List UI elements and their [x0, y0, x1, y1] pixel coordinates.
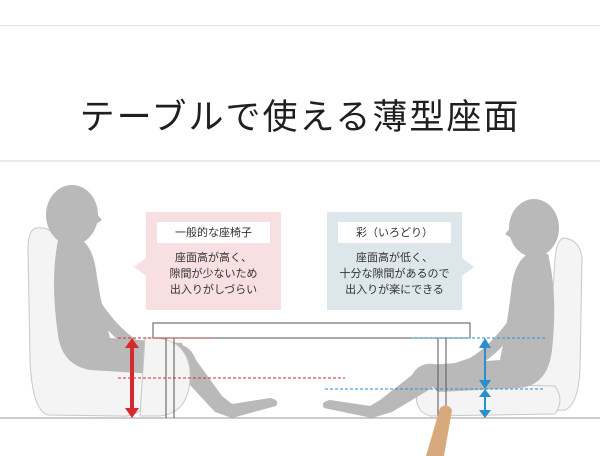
irodori-description: 座面高が低く、 十分な隙間があるので 出入りが楽にできる [327, 250, 462, 298]
general-chair-description: 座面高が高く、 隙間が少ないため 出入りがしづらい [146, 250, 281, 298]
pointing-hand-icon [426, 405, 452, 456]
right-gap-indicator [325, 337, 545, 418]
general-chair-callout: 一般的な座椅子 座面高が高く、 隙間が少ないため 出入りがしづらい [134, 212, 281, 310]
general-chair-line-3: 出入りがしづらい [169, 283, 258, 296]
irodori-line-1: 座面高が低く、 [356, 251, 433, 264]
low-table [152, 322, 471, 418]
left-chair-front [139, 337, 191, 417]
general-chair-line-1: 座面高が高く、 [175, 251, 252, 264]
general-chair-line-2: 隙間が少ないため [169, 267, 258, 280]
page-title: テーブルで使える薄型座面 [79, 98, 521, 138]
irodori-line-2: 十分な隙間があるので [339, 267, 450, 280]
top-divider [0, 25, 600, 26]
comparison-illustration: 一般的な座椅子 座面高が高く、 隙間が少ないため 出入りがしづらい 彩（いろどり… [0, 160, 600, 456]
scene-drawing [0, 160, 600, 456]
irodori-callout: 彩（いろどり） 座面高が低く、 十分な隙間があるので 出入りが楽にできる [327, 212, 474, 310]
left-gap-indicator [118, 337, 345, 418]
general-chair-label: 一般的な座椅子 [157, 222, 270, 243]
irodori-label: 彩（いろどり） [338, 222, 451, 243]
irodori-line-3: 出入りが楽にできる [345, 283, 444, 296]
